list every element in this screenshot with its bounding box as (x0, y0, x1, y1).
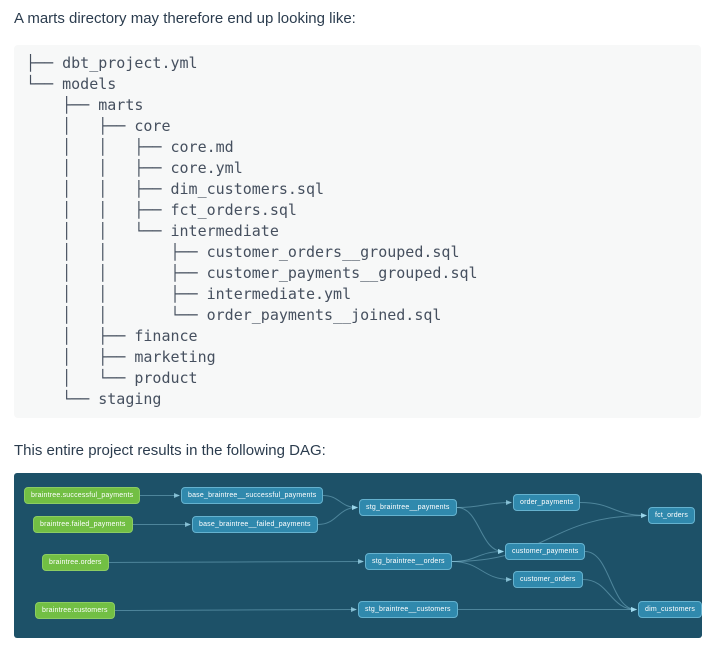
dag-node-src_successful_payments: braintree.successful_payments (24, 487, 141, 504)
dag-edge-stg_payments-to-customer_payments (456, 507, 504, 554)
intro-paragraph: A marts directory may therefore end up l… (14, 10, 356, 27)
dag-edge-order_payments-to-fct_orders (579, 502, 647, 518)
dag-edge-stg_orders-to-fct_orders (451, 513, 647, 562)
dag-edge-base_failed_payments-to-stg_payments (317, 505, 358, 525)
dag-node-fct_orders: fct_orders (648, 507, 696, 524)
dag-node-customer_orders: customer_orders (513, 571, 583, 588)
dag-node-base_successful_payments: base_braintree__successful_payments (181, 487, 324, 504)
directory-tree-code-block: ├── dbt_project.yml └── models ├── marts… (14, 45, 701, 418)
dag-edge-customer_orders-to-dim_customers (582, 579, 637, 612)
dag-node-stg_customers: stg_braintree__customers (358, 601, 458, 618)
dag-node-base_failed_payments: base_braintree__failed_payments (192, 516, 318, 533)
dag-node-stg_payments: stg_braintree__payments (359, 499, 457, 516)
dag-node-src_failed_payments: braintree.failed_payments (33, 516, 133, 533)
dag-edge-stg_orders-to-customer_payments (451, 549, 504, 562)
dag-node-stg_orders: stg_braintree__orders (365, 553, 452, 570)
dag-edge-src_customers-to-stg_customers (114, 607, 357, 613)
dag-node-src_orders: braintree.orders (42, 554, 109, 571)
dag-intro-paragraph: This entire project results in the follo… (14, 442, 326, 459)
dag-edges-layer (108, 493, 647, 613)
dag-node-customer_payments: customer_payments (505, 543, 586, 560)
dag-edge-stg_payments-to-order_payments (456, 500, 512, 508)
dag-graph-image: braintree.successful_payments base_braint… (14, 473, 702, 638)
dag-edge-customer_payments-to-dim_customers (584, 551, 637, 612)
dag-edge-src_orders-to-stg_orders (108, 559, 364, 565)
dag-node-order_payments: order_payments (513, 494, 581, 511)
dag-edge-stg_orders-to-customer_orders (451, 561, 512, 582)
dag-node-dim_customers: dim_customers (638, 601, 702, 618)
dag-edge-base_successful_payments-to-stg_payments (322, 495, 358, 510)
dag-node-src_customers: braintree.customers (35, 602, 115, 619)
